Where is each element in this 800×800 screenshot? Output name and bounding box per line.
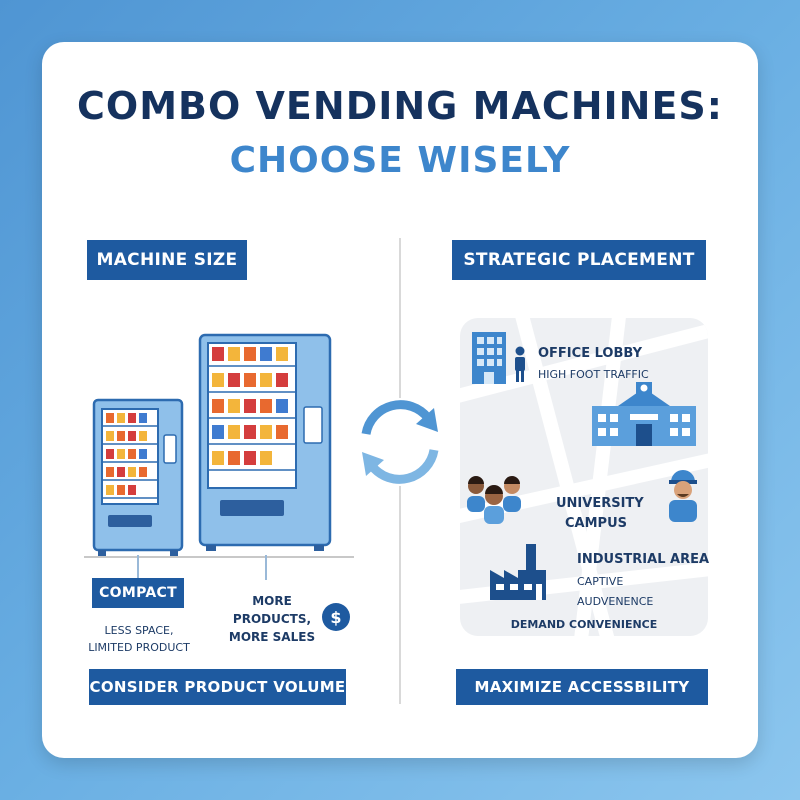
large-desc-line-1: MORE PRODUCTS, — [232, 594, 312, 626]
university-line-1: UNIVERSITY — [556, 496, 644, 511]
map-streets — [460, 318, 708, 636]
consider-product-volume-footer: CONSIDER PRODUCT VOLUME — [89, 669, 346, 705]
compact-desc-line-2: LIMITED PRODUCT — [88, 641, 190, 654]
compact-desc-line-1: LESS SPACE, — [104, 624, 174, 637]
cycle-arrows-icon — [356, 398, 444, 486]
maximize-accessibility-footer: MAXIMIZE ACCESSBILITY — [456, 669, 708, 705]
large-desc-line-2: MORE SALES — [228, 630, 316, 644]
industrial-area-description: CAPTIVE AUDVENENCE — [577, 572, 653, 612]
title-line-1: COMBO VENDING MACHINES: — [77, 84, 723, 128]
university-line-2: CAMPUS — [565, 516, 627, 531]
students-icon — [467, 476, 521, 524]
compact-description: LESS SPACE, LIMITED PRODUCT — [78, 622, 200, 656]
large-description: MORE PRODUCTS, MORE SALES — [218, 592, 326, 646]
office-building-icon — [472, 332, 506, 384]
strategic-placement-header: STRATEGIC PLACEMENT — [452, 240, 706, 280]
connector-lines — [137, 555, 267, 580]
factory-icon — [490, 544, 546, 600]
industrial-desc-line-1: CAPTIVE — [577, 575, 624, 588]
worker-icon — [669, 470, 697, 522]
office-lobby-description: HIGH FOOT TRAFFIC — [538, 368, 649, 381]
office-lobby-title: OFFICE LOBBY — [538, 346, 642, 361]
vending-machines-illustration — [84, 333, 354, 558]
machine-size-header: MACHINE SIZE — [87, 240, 247, 280]
university-building-icon — [592, 382, 696, 446]
industrial-area-title: INDUSTRIAL AREA — [577, 552, 710, 567]
title-line-2: CHOOSE WISELY — [229, 140, 571, 181]
demand-convenience-label: DEMAND CONVENIENCE — [510, 618, 658, 631]
person-icon — [515, 346, 525, 382]
university-campus-label: UNIVERSITY CAMPUS — [556, 494, 644, 534]
compact-label: COMPACT — [92, 578, 184, 608]
dollar-icon: $ — [322, 603, 350, 631]
industrial-desc-line-2: AUDVENENCE — [577, 595, 654, 608]
